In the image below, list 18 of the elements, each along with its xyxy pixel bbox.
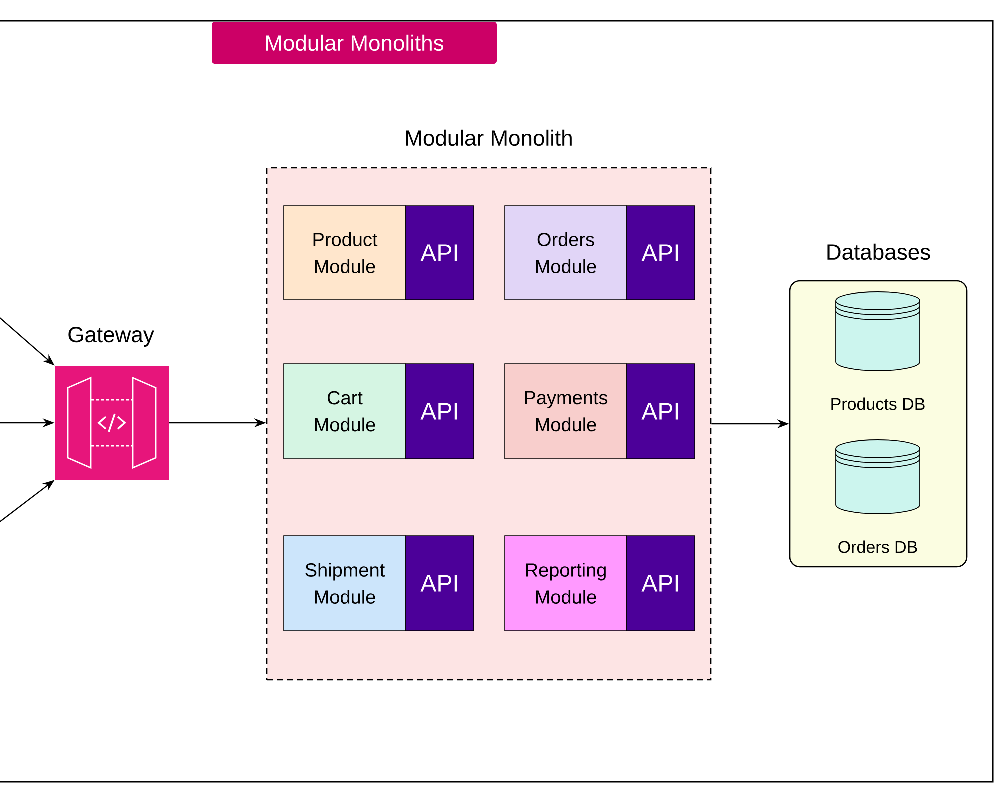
module-box: Reporting Module	[504, 536, 628, 632]
module-box: Payments Module	[504, 364, 628, 460]
module-box: Shipment Module	[284, 536, 406, 632]
api-box: API	[626, 206, 696, 300]
module-box: Cart Module	[284, 364, 406, 460]
api-box: API	[626, 364, 696, 460]
gateway-heading: Gateway	[68, 327, 154, 347]
container-heading: Modular Monolith	[406, 130, 572, 146]
api-box: API	[406, 364, 474, 460]
api-box: API	[406, 536, 474, 632]
module-box: Product Module	[284, 206, 406, 300]
database-label: Products DB	[832, 398, 925, 410]
title-tag: Modular Monoliths	[212, 22, 497, 64]
module-box: Orders Module	[504, 206, 628, 300]
database-group-heading: Databases	[828, 244, 930, 260]
api-box: API	[406, 206, 474, 300]
api-box: API	[626, 536, 696, 632]
database-label: Orders DB	[838, 540, 918, 554]
